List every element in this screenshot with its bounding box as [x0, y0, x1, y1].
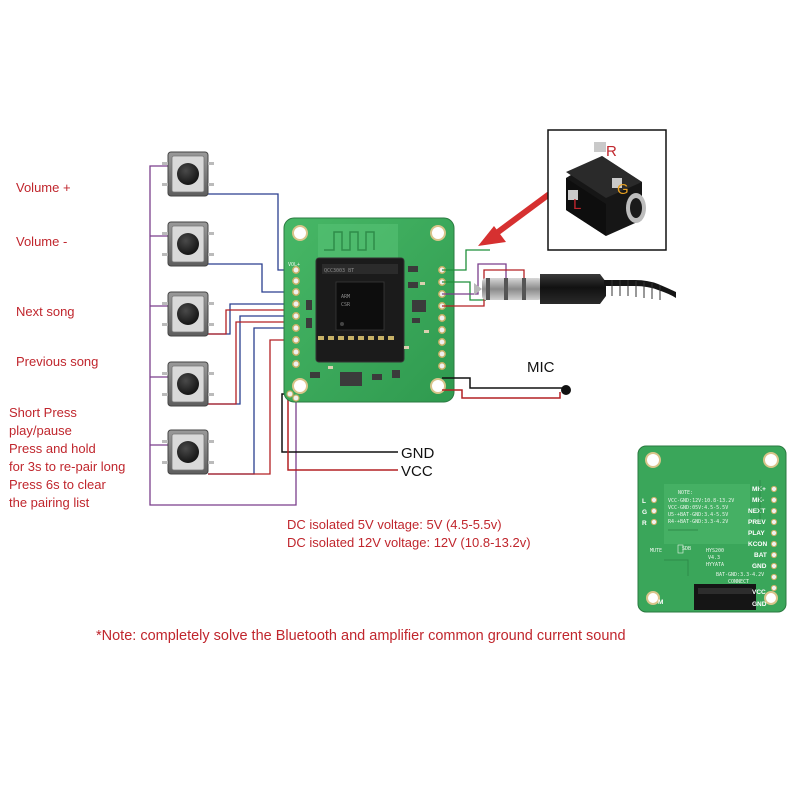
svg-text:ARM: ARM — [341, 294, 350, 300]
jack-pin-g: G — [617, 181, 629, 198]
label-next-song: Next song — [16, 304, 75, 319]
wires-buttons-signal — [208, 193, 296, 475]
audio-jack-inset: R G L — [547, 129, 667, 251]
svg-text:G: G — [642, 509, 647, 516]
svg-text:VCC: VCC — [752, 589, 766, 596]
short-press-line: the pairing list — [9, 495, 90, 510]
label-gnd: GND — [401, 445, 435, 462]
pcb-left-pins — [292, 266, 300, 368]
back-left-pins: L G R M — [642, 496, 663, 606]
wires-buttons-ground — [149, 165, 297, 506]
short-press-line: Press and hold — [9, 441, 96, 456]
svg-text:NEXT: NEXT — [748, 508, 765, 515]
back-bat-note: BAT-GND:3.3-4.2V — [716, 572, 764, 578]
back-note: NOTE: VCC-GND:12V:10.8-13.2V VCC-GND:05V… — [668, 490, 734, 525]
svg-text:MK+: MK+ — [752, 486, 766, 493]
svg-text:HYS200: HYS200 — [706, 548, 724, 554]
audio-jack-icon — [566, 142, 646, 236]
label-note: *Note: completely solve the Bluetooth an… — [96, 628, 626, 644]
audio-cable — [604, 280, 676, 298]
svg-text:GND: GND — [752, 601, 767, 608]
mic-wiring: MIC — [442, 359, 571, 399]
wires-power — [281, 393, 398, 471]
label-voltage-12v: DC isolated 12V voltage: 12V (10.8-13.2v… — [287, 535, 531, 550]
label-mic: MIC — [527, 359, 555, 376]
jack-pin-l: L — [573, 196, 581, 213]
arrow-icon — [478, 192, 551, 246]
back-mute: MUTE — [650, 548, 662, 554]
svg-text:KCON: KCON — [748, 541, 767, 548]
label-volume-down: Volume - — [16, 234, 67, 249]
label-previous-song: Previous song — [16, 354, 98, 369]
short-press-line: Short Press — [9, 405, 77, 420]
svg-text:R: R — [642, 520, 647, 527]
svg-text:GND: GND — [752, 563, 767, 570]
svg-text:BAT: BAT — [754, 552, 767, 559]
short-press-line: Press 6s to clear — [9, 477, 106, 492]
svg-text:CSR: CSR — [341, 302, 351, 308]
button-volume-up — [162, 151, 214, 197]
pcb-right-pins — [438, 266, 446, 370]
label-vcc: VCC — [401, 463, 433, 480]
svg-text:L: L — [642, 498, 646, 505]
short-press-line: for 3s to re-pair long — [9, 459, 125, 474]
svg-text:VOL+: VOL+ — [288, 262, 300, 268]
label-volume-up: Volume + — [16, 180, 71, 195]
pcb-back: NOTE: VCC-GND:12V:10.8-13.2V VCC-GND:05V… — [637, 445, 787, 613]
back-model: HYS200 V4.3 HYYATA — [706, 548, 724, 568]
jack-pin-r: R — [606, 143, 617, 160]
svg-text:V4.3: V4.3 — [708, 555, 720, 561]
svg-text:QCC3003 BT: QCC3003 BT — [324, 268, 354, 274]
label-voltage-5v: DC isolated 5V voltage: 5V (4.5-5.5v) — [287, 517, 502, 532]
svg-text:PREV: PREV — [748, 519, 766, 526]
main-chip — [335, 281, 385, 331]
button-volume-down — [162, 221, 214, 267]
svg-text:PLAY: PLAY — [748, 530, 765, 537]
button-next-song — [162, 291, 214, 337]
button-previous-song — [162, 361, 214, 407]
pcb-front: QCC3003 BT ARM CSR — [283, 217, 455, 403]
back-bat-note: CONNECT — [728, 579, 749, 585]
short-press-line: play/pause — [9, 423, 72, 438]
audio-plug — [474, 274, 676, 304]
svg-text:NOTE:: NOTE: — [678, 490, 693, 496]
microphone-icon — [561, 385, 571, 395]
svg-text:VCC-GND:12V:10.8-13.2V: VCC-GND:12V:10.8-13.2V — [668, 498, 734, 504]
svg-text:VCC-GND:05V:4.5-5.5V: VCC-GND:05V:4.5-5.5V — [668, 505, 728, 511]
svg-text:U5-+BAT-GND:3.4-5.5V: U5-+BAT-GND:3.4-5.5V — [668, 512, 728, 518]
svg-text:MK-: MK- — [752, 497, 764, 504]
svg-text:M: M — [658, 599, 663, 606]
back-sdb: SDB — [682, 546, 691, 552]
battery-connector — [694, 584, 756, 610]
svg-text:HYYATA: HYYATA — [706, 562, 724, 568]
label-short-press-block: Short Press play/pause Press and hold fo… — [9, 405, 125, 510]
svg-text:R4-+BAT-GND:3.3-4.2V: R4-+BAT-GND:3.3-4.2V — [668, 519, 728, 525]
button-play-pause — [162, 429, 214, 475]
back-right-pins: MK+ MK- NEXT PREV PLAY KCON BAT GND VCC … — [748, 485, 778, 608]
